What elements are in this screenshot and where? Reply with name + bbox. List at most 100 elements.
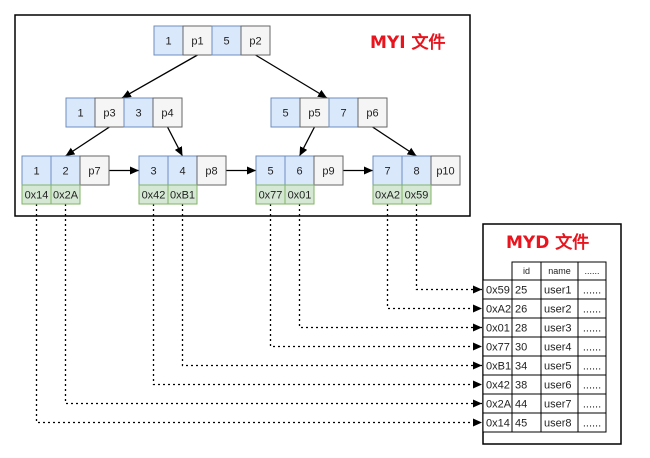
leaf-address-cell: 0x77 — [259, 190, 283, 202]
myd-row-name: user6 — [544, 380, 572, 392]
tree-edge-arrow — [372, 126, 417, 157]
internal-node-cell: 1 — [77, 108, 83, 120]
internal-node-cell-box — [123, 97, 154, 128]
leaf-key-cell: 3 — [150, 166, 156, 178]
myd-row-more: ...... — [583, 342, 601, 354]
tree-edge-arrow — [298, 126, 316, 157]
myd-header-label: id — [523, 266, 530, 276]
myd-row-addr: 0x77 — [486, 342, 510, 354]
leaf-address-cell: 0x01 — [288, 190, 312, 202]
myi-title: MYI 文件 — [370, 32, 445, 53]
leaf-key-cell: 8 — [413, 166, 419, 178]
myd-row-name: user8 — [544, 418, 572, 430]
myd-row-id: 28 — [515, 323, 527, 335]
myd-row-addr: 0xB1 — [486, 361, 511, 373]
leaf-next-pointer-cell-box — [79, 155, 110, 186]
tree-edge-arrow — [65, 126, 110, 157]
internal-node-cell-box — [270, 97, 301, 128]
myd-row-name: user3 — [544, 323, 572, 335]
myd-row-addr: 0x42 — [486, 380, 510, 392]
leaf-address-cell-box — [167, 184, 198, 205]
myd-row-addr: 0x14 — [486, 418, 510, 430]
myd-header-label: ...... — [584, 266, 599, 276]
myd-row-more: ...... — [583, 418, 601, 430]
leaf-address-cell: 0xA2 — [375, 190, 400, 202]
internal-node-cell-box — [65, 97, 96, 128]
record-pointer-line — [415, 204, 482, 294]
leaf-key-cell: 4 — [179, 166, 185, 178]
myd-row-more-cell — [577, 412, 607, 433]
leaf-key-cell: 2 — [62, 166, 68, 178]
myd-title: MYD 文件 — [506, 232, 589, 253]
root-node-cell-box — [240, 25, 271, 56]
myd-row-id: 25 — [515, 285, 527, 297]
leaf-next-pointer-cell: p8 — [205, 166, 217, 178]
myd-row-id: 45 — [515, 418, 527, 430]
internal-node-cell: p5 — [308, 108, 320, 120]
myd-row-more: ...... — [583, 323, 601, 335]
leaf-address-cell: 0xB1 — [170, 190, 195, 202]
internal-node-cell: 7 — [340, 108, 346, 120]
myd-row-more: ...... — [583, 361, 601, 373]
myd-row-addr: 0x59 — [486, 285, 510, 297]
tree-edge-arrow — [121, 54, 198, 99]
myd-row-more: ...... — [583, 380, 601, 392]
myd-row-id: 38 — [515, 380, 527, 392]
record-pointer-line — [64, 204, 482, 408]
leaf-key-cell: 7 — [384, 166, 390, 178]
internal-node-cell: p3 — [103, 108, 115, 120]
leaf-next-pointer-cell-box — [313, 155, 344, 186]
leaf-key-cell-box — [50, 155, 81, 186]
internal-node-cell: p6 — [366, 108, 378, 120]
record-pointer-line — [152, 204, 482, 389]
leaf-key-cell: 1 — [33, 166, 39, 178]
internal-node-cell-box — [357, 97, 388, 128]
record-pointer-line — [386, 204, 482, 313]
myd-row-name: user7 — [544, 399, 572, 411]
myd-row-more: ...... — [583, 285, 601, 297]
internal-node-cell-box — [328, 97, 359, 128]
internal-node-cell-box — [299, 97, 330, 128]
myd-row-more: ...... — [583, 399, 601, 411]
leaf-address-cell: 0x59 — [405, 190, 429, 202]
record-pointer-line — [269, 204, 482, 351]
root-node-cell: p2 — [249, 36, 261, 48]
myd-row-addr: 0x01 — [486, 323, 510, 335]
tree-edge-arrow — [166, 126, 184, 157]
internal-node-cell-box — [152, 97, 183, 128]
record-pointer-line — [181, 204, 482, 370]
leaf-address-cell-box — [284, 184, 315, 205]
internal-node-cell: 5 — [282, 108, 288, 120]
internal-node-cell-box — [94, 97, 125, 128]
myd-row-id: 44 — [515, 399, 527, 411]
myd-header-label: name — [548, 266, 571, 276]
root-node-cell: 1 — [165, 36, 171, 48]
root-node-cell: 5 — [223, 36, 229, 48]
record-pointer-line — [35, 204, 482, 427]
leaf-next-pointer-cell-box — [196, 155, 227, 186]
myd-row-name: user5 — [544, 361, 572, 373]
myd-row-id: 30 — [515, 342, 527, 354]
leaf-next-pointer-cell: p7 — [88, 166, 100, 178]
leaf-key-cell: 5 — [267, 166, 273, 178]
internal-node-cell: p4 — [161, 108, 173, 120]
myd-row-id: 34 — [515, 361, 527, 373]
leaf-next-pointer-cell-box — [430, 155, 461, 186]
record-pointer-line — [298, 204, 482, 332]
internal-node-cell: 3 — [135, 108, 141, 120]
leaf-address-cell-box — [401, 184, 432, 205]
myd-row-addr: 0x2A — [486, 399, 512, 411]
root-node-cell: p1 — [191, 36, 203, 48]
leaf-address-cell: 0x14 — [25, 190, 49, 202]
leaf-address-cell: 0x42 — [142, 190, 166, 202]
myd-row-more: ...... — [583, 304, 601, 316]
myd-row-name: user1 — [544, 285, 572, 297]
myd-row-name: user2 — [544, 304, 572, 316]
myd-row-id: 26 — [515, 304, 527, 316]
myd-row-name: user4 — [544, 342, 572, 354]
leaf-address-cell: 0x2A — [53, 190, 79, 202]
leaf-key-cell-box — [401, 155, 432, 186]
leaf-next-pointer-cell: p9 — [322, 166, 334, 178]
myd-row-addr: 0xA2 — [486, 304, 511, 316]
